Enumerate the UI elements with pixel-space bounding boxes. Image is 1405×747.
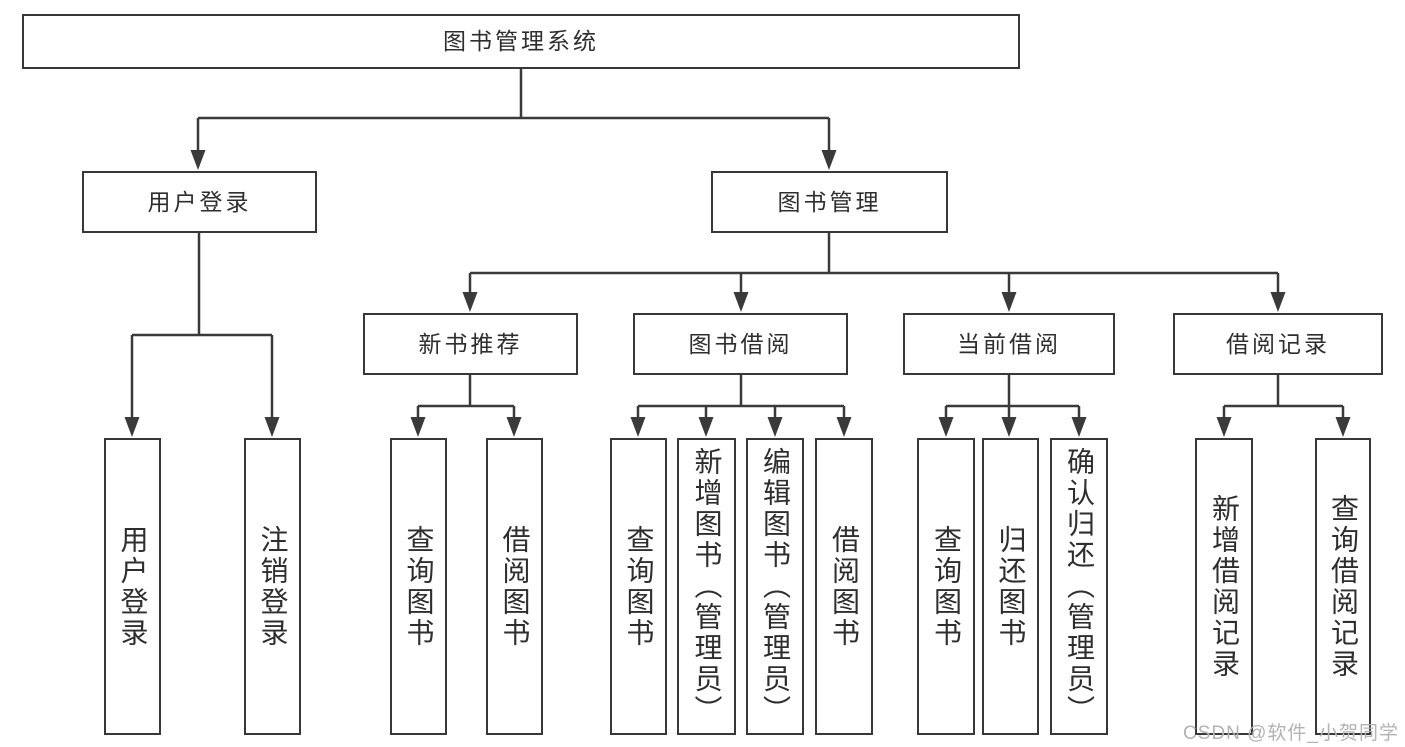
node-current-borrowing: 当前借阅: [903, 313, 1115, 375]
node-bb-query-books: 查询图书: [610, 438, 667, 735]
node-nbr-borrow-books: 借阅图书: [486, 438, 543, 735]
node-nbr-query-books: 查询图书: [390, 438, 447, 735]
node-borrowing-records: 借阅记录: [1173, 313, 1383, 375]
node-br-add-record: 新增借阅记录: [1195, 438, 1253, 735]
node-bb-add-books-admin: 新增图书（管理员）: [677, 438, 736, 735]
node-cb-query-books: 查询图书: [917, 438, 975, 735]
node-logout: 注销登录: [244, 438, 301, 735]
node-new-book-recommend: 新书推荐: [363, 313, 578, 375]
node-book-borrowing: 图书借阅: [633, 313, 848, 375]
node-user-login-leaf: 用户登录: [104, 438, 161, 735]
node-cb-return-books: 归还图书: [982, 438, 1039, 735]
node-br-query-record: 查询借阅记录: [1315, 438, 1371, 735]
node-bb-edit-books-admin: 编辑图书（管理员）: [746, 438, 804, 735]
csdn-watermark: CSDN @软件_小贺同学: [1183, 723, 1399, 744]
node-book-management: 图书管理: [711, 171, 948, 233]
node-cb-confirm-return-admin: 确认归还（管理员）: [1050, 438, 1108, 735]
node-root: 图书管理系统: [22, 14, 1020, 69]
node-bb-borrow-books: 借阅图书: [815, 438, 873, 735]
node-user-login: 用户登录: [82, 171, 317, 233]
